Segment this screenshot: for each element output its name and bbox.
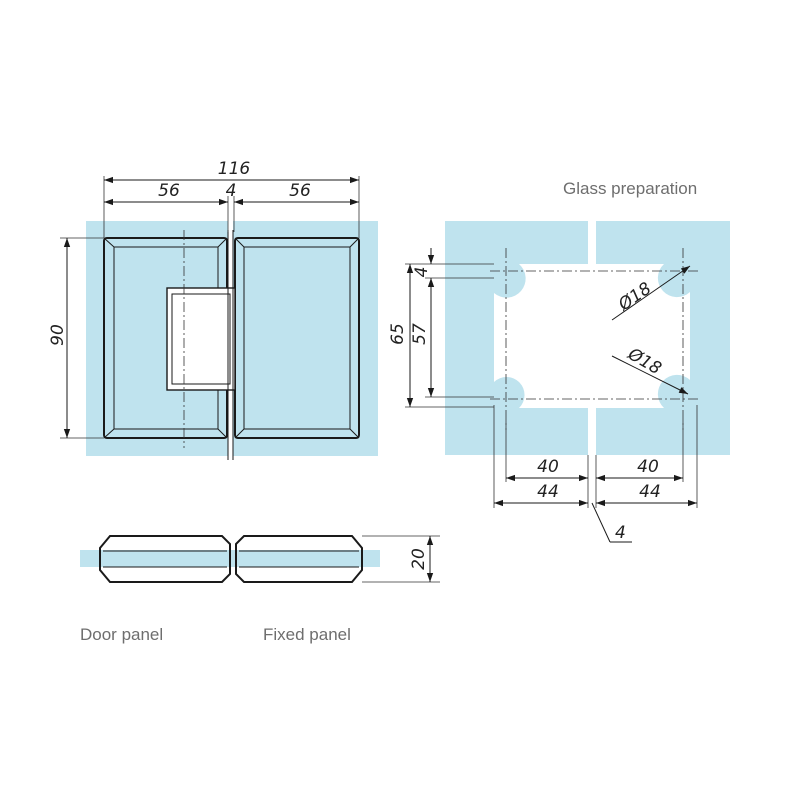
dim-notch-height: 4 <box>412 267 432 278</box>
dim-center-gap: 4 <box>615 523 626 543</box>
caption-fixed-panel: Fixed panel <box>263 625 351 644</box>
glass-prep-vertical-dims: 4 65 57 <box>388 248 494 408</box>
dim-overall-width: 116 <box>218 159 251 179</box>
dim-right-outer: 44 <box>639 482 661 502</box>
section-thickness-dimension: 20 <box>362 535 440 583</box>
glass-prep-right-panel <box>596 221 730 455</box>
glass-prep-view: Glass preparation 4 65 57 Ø18 Ø18 <box>388 179 730 543</box>
dim-height-inner: 57 <box>410 323 430 345</box>
glass-prep-horizontal-dims: 40 40 44 44 4 <box>493 405 698 543</box>
dim-hole-dia-bottom: Ø18 <box>623 344 664 379</box>
dim-right-inner: 40 <box>637 457 659 477</box>
dim-hole-dia-top: Ø18 <box>614 279 655 316</box>
dim-left-inner: 40 <box>537 457 559 477</box>
glass-prep-title: Glass preparation <box>563 179 697 198</box>
dim-height-outer: 65 <box>388 323 408 345</box>
glass-prep-left-panel <box>445 221 588 455</box>
hinge-knuckle <box>166 230 236 460</box>
dim-thickness: 20 <box>409 548 429 570</box>
section-view: 20 <box>80 535 440 583</box>
dim-gap: 4 <box>226 181 237 201</box>
dim-left-outer: 44 <box>537 482 559 502</box>
section-right-plate <box>235 535 363 583</box>
dim-left-width: 56 <box>158 181 180 201</box>
fixed-glass-panel <box>233 221 378 456</box>
section-left-plate <box>99 535 231 583</box>
dim-height: 90 <box>48 324 68 346</box>
dim-right-width: 56 <box>289 181 311 201</box>
front-view: 116 56 4 56 90 <box>48 159 378 460</box>
front-height-dimension: 90 <box>48 237 104 439</box>
caption-door-panel: Door panel <box>80 625 163 644</box>
front-top-dimensions: 116 56 4 56 <box>103 159 360 238</box>
